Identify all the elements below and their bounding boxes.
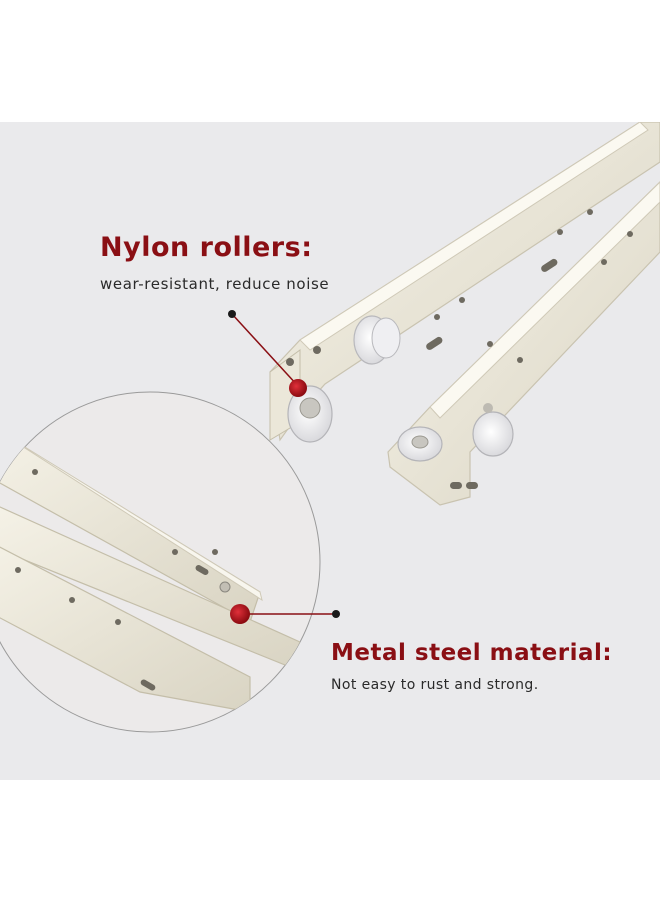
metal-steel-description: Not easy to rust and strong. xyxy=(331,677,539,693)
nylon-rollers-heading: Nylon rollers: xyxy=(100,232,313,263)
metal-steel-heading: Metal steel material: xyxy=(331,640,612,666)
nylon-rollers-description: wear-resistant, reduce noise xyxy=(100,275,330,293)
lower-slide-rail xyxy=(387,181,660,506)
metal-steel-colon: : xyxy=(602,640,613,666)
drawer-slide-illustration xyxy=(0,122,660,733)
nylon-roller-lower xyxy=(397,403,514,462)
product-image-panel: Nylon rollers: wear-resistant, reduce no… xyxy=(0,122,660,780)
pointer-dot-icon xyxy=(228,310,236,318)
nylon-rollers-title: Nylon rollers xyxy=(100,232,302,263)
pointer-dot-icon xyxy=(332,610,340,618)
nylon-rollers-colon: : xyxy=(301,232,313,263)
magnifier-circle-icon xyxy=(0,391,321,733)
upper-slide-rail xyxy=(269,122,660,443)
metal-steel-title: Metal steel material xyxy=(331,640,603,666)
red-pointer-dot-icon xyxy=(289,379,307,397)
nylon-roller-upper xyxy=(287,315,401,443)
red-pointer-dot-icon xyxy=(230,604,250,624)
pointer-lines xyxy=(228,310,340,624)
